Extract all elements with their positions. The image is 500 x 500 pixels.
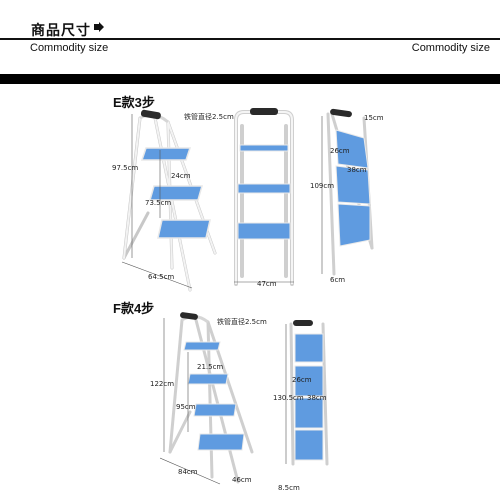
f-tube-label: 铁管直径2.5cm (217, 318, 267, 326)
header-divider (0, 38, 500, 40)
f-step-width-label: 38cm (307, 394, 327, 402)
ladder-f-folded-view (285, 320, 329, 466)
f-depth-label: 84cm (178, 468, 198, 476)
ladder-e-side-view (122, 109, 217, 292)
e-depth-label: 64.5cm (148, 273, 175, 281)
ladder-e-folded-view (321, 108, 374, 276)
f-folded-depth-label: 8.5cm (278, 484, 300, 492)
e-width-label: 47cm (257, 280, 277, 288)
ladder-f-side-view (160, 312, 254, 485)
f-height-label: 122cm (150, 380, 175, 388)
section-f-title: F款4步 (113, 301, 155, 316)
f-step-gap-label: 21.5cm (197, 363, 224, 371)
e-step-gap-label: 24cm (171, 172, 191, 180)
subtitle-right: Commodity size (411, 42, 490, 54)
header-title: 商品尺寸 (31, 22, 91, 38)
ladder-e-dimension-lines (121, 114, 193, 289)
e-tube-label: 铁管直径2.5cm (184, 113, 234, 121)
e-folded-height-label: 109cm (310, 182, 335, 190)
e-top-label: 15cm (364, 114, 384, 122)
e-step-depth-label: 26cm (330, 147, 350, 155)
ladder-e-front-view (234, 108, 294, 286)
f-width-label: 46cm (232, 476, 252, 484)
black-band (0, 74, 500, 84)
e-folded-depth-label: 6cm (330, 276, 346, 284)
f-inner-label: 95cm (176, 403, 196, 411)
e-step-width-label: 38cm (347, 166, 367, 174)
e-inner-label: 73.5cm (145, 199, 172, 207)
f-step-depth-label: 26cm (292, 376, 312, 384)
e-height-label: 97.5cm (112, 164, 139, 172)
section-e-title: E款3步 (113, 95, 155, 110)
f-folded-height-label: 130.5cm (273, 394, 304, 402)
arrow-right-icon (94, 22, 104, 32)
subtitle-left: Commodity size (30, 42, 109, 54)
